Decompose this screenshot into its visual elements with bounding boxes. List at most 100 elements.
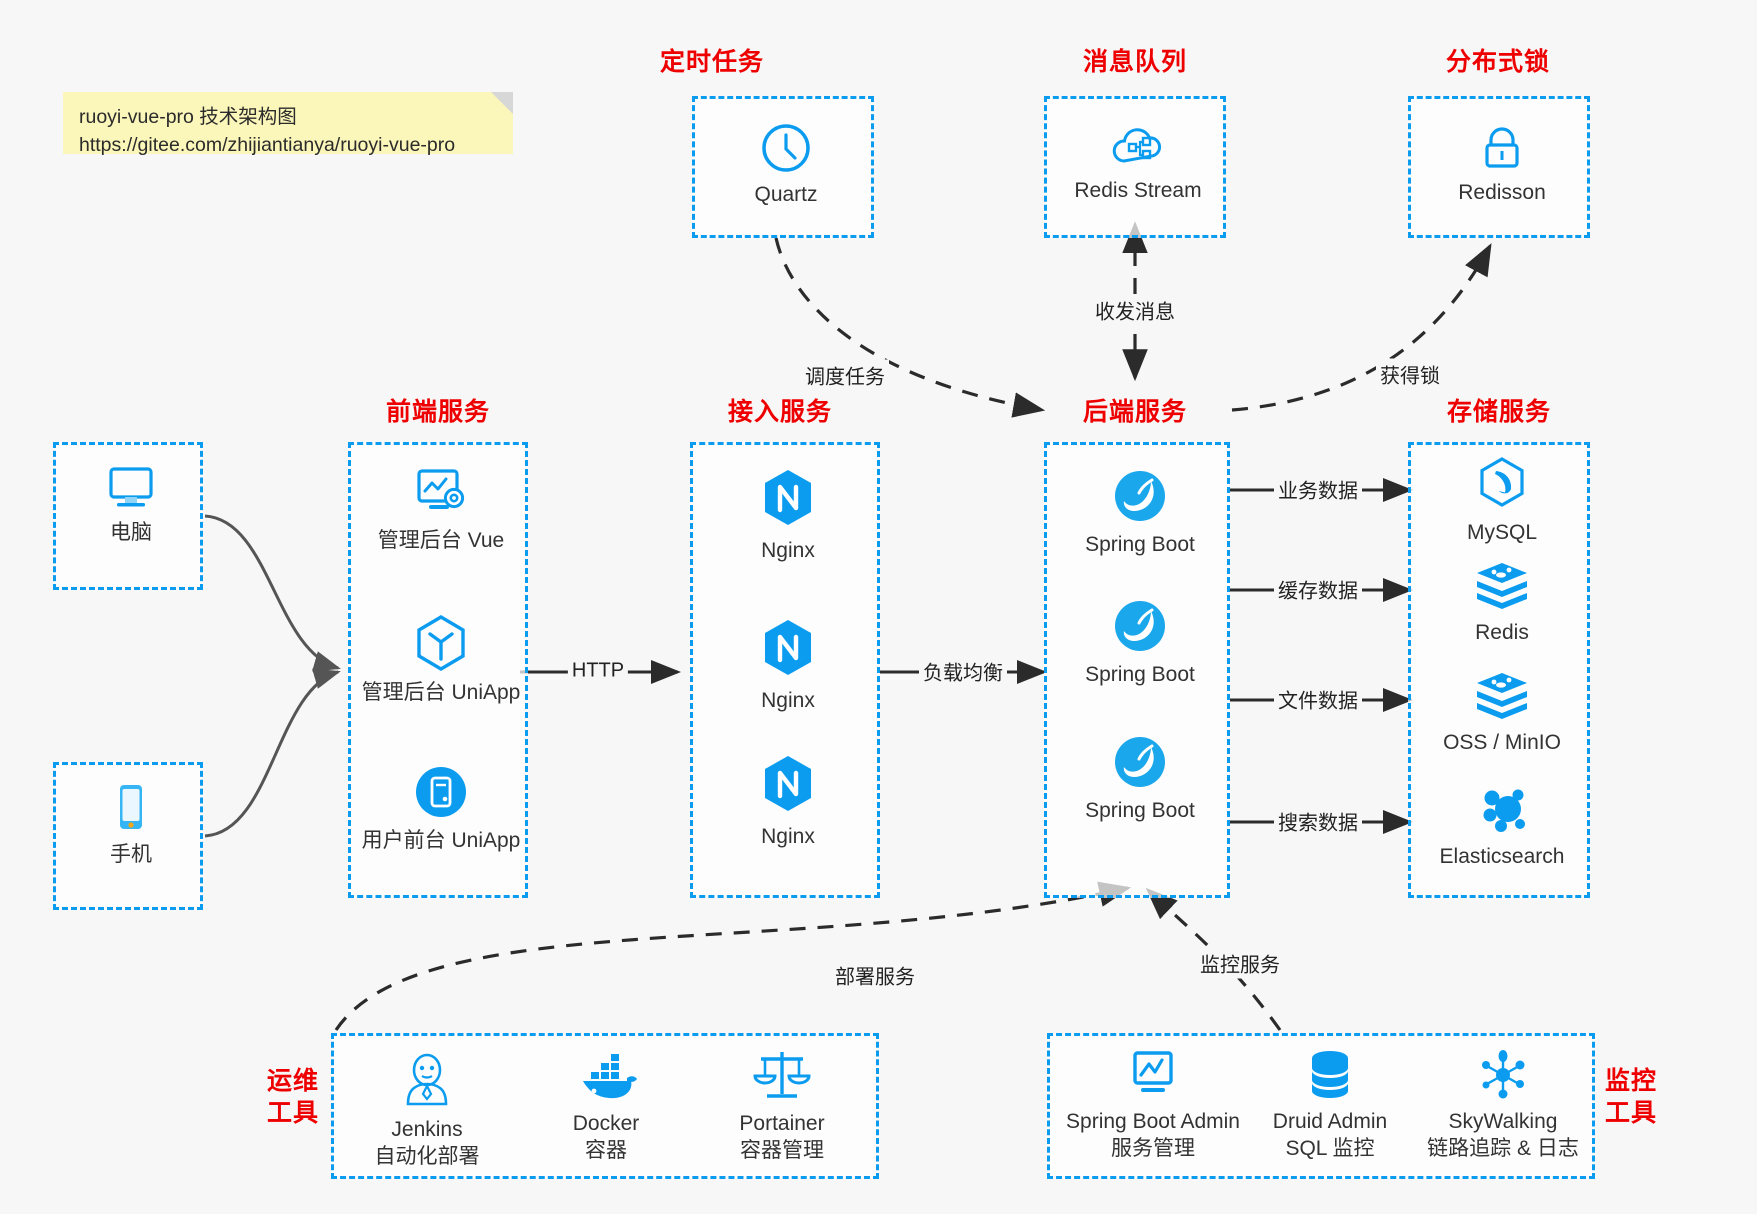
group-title-backend: 后端服务 xyxy=(1082,398,1187,426)
node-label: Docker xyxy=(572,1112,640,1135)
node-label: 电脑 xyxy=(110,521,152,544)
node-label: OSS / MinIO xyxy=(1443,731,1561,754)
clock-icon xyxy=(701,121,871,175)
node-desktop[interactable]: 电脑 xyxy=(46,461,216,546)
node-label: 管理后台 Vue xyxy=(377,529,505,552)
group-title-monitoring-line1: 监控 xyxy=(1604,1067,1657,1095)
group-box-scheduled-task: Quartz xyxy=(692,96,874,238)
node-mobile[interactable]: 手机 xyxy=(46,781,216,868)
node-label: Spring Boot xyxy=(1085,533,1195,556)
node-nginx-3[interactable]: Nginx xyxy=(703,753,873,850)
redis-stack-icon xyxy=(1417,561,1587,613)
mysql-dolphin-icon xyxy=(1417,455,1587,513)
node-label: Jenkins xyxy=(391,1118,463,1141)
group-title-monitoring-line2: 工具 xyxy=(1604,1099,1657,1127)
node-label: Nginx xyxy=(761,825,815,848)
group-box-distributed-lock: Redisson xyxy=(1408,96,1590,238)
edge-label-acquire-lock: 获得锁 xyxy=(1376,358,1444,390)
node-sublabel: 容器 xyxy=(585,1139,627,1163)
group-box-devops: Jenkins 自动化部署 xyxy=(331,1033,879,1179)
edge-label-search-data: 搜索数据 xyxy=(1274,805,1362,837)
node-label: Spring Boot xyxy=(1085,799,1195,822)
node-sublabel: 容器管理 xyxy=(740,1139,824,1163)
edge-label-http: HTTP xyxy=(567,658,629,684)
group-box-frontend: 管理后台 Vue 管理后台 UniApp 用户前台 UniApp xyxy=(348,442,528,898)
cloud-stream-icon xyxy=(1053,121,1223,171)
node-label: Spring Boot Admin xyxy=(1066,1110,1240,1133)
monitor-chart-icon xyxy=(1058,1048,1248,1102)
group-box-client-pc: 电脑 xyxy=(53,442,203,590)
node-label: Nginx xyxy=(761,689,815,712)
group-title-distributed-lock: 分布式锁 xyxy=(1445,48,1550,76)
node-sublabel: 服务管理 xyxy=(1111,1137,1195,1161)
sticky-note: ruoyi-vue-pro 技术架构图 https://gitee.com/zh… xyxy=(63,92,513,156)
node-elasticsearch[interactable]: Elasticsearch xyxy=(1417,783,1587,870)
node-spring-boot-2[interactable]: Spring Boot xyxy=(1055,597,1225,688)
dashboard-gear-icon xyxy=(356,465,526,521)
spring-boot-icon xyxy=(1055,467,1225,525)
group-box-message-queue: Redis Stream xyxy=(1044,96,1226,238)
node-sublabel: SQL 监控 xyxy=(1285,1137,1375,1161)
group-box-gateway: Nginx Nginx Nginx xyxy=(690,442,880,898)
group-box-client-mobile: 手机 xyxy=(53,762,203,910)
node-label: 用户前台 UniApp xyxy=(361,829,521,852)
note-title-line: ruoyi-vue-pro 技术架构图 xyxy=(79,106,297,128)
edge-label-cache-data: 缓存数据 xyxy=(1274,573,1362,605)
node-spring-boot-1[interactable]: Spring Boot xyxy=(1055,467,1225,558)
node-label: Elasticsearch xyxy=(1439,845,1565,868)
node-spring-boot-admin[interactable]: Spring Boot Admin 服务管理 xyxy=(1058,1048,1248,1163)
note-url-line: https://gitee.com/zhijiantianya/ruoyi-vu… xyxy=(79,133,456,156)
mobile-phone-icon xyxy=(46,781,216,835)
edge-label-deploy-service: 部署服务 xyxy=(831,959,919,991)
node-portainer[interactable]: Portainer 容器管理 xyxy=(707,1048,857,1165)
elasticsearch-icon xyxy=(1417,783,1587,837)
node-druid-admin[interactable]: Druid Admin SQL 监控 xyxy=(1250,1048,1410,1163)
node-label: Redisson xyxy=(1458,181,1546,204)
spring-boot-icon xyxy=(1055,733,1225,791)
desktop-monitor-icon xyxy=(46,461,216,513)
edge-label-file-data: 文件数据 xyxy=(1274,683,1362,715)
node-admin-uniapp[interactable]: 管理后台 UniApp xyxy=(356,613,526,706)
nginx-icon xyxy=(703,617,873,681)
node-label: Redis Stream xyxy=(1074,179,1202,202)
node-nginx-2[interactable]: Nginx xyxy=(703,617,873,714)
node-spring-boot-3[interactable]: Spring Boot xyxy=(1055,733,1225,824)
skywalking-node-icon xyxy=(1408,1048,1598,1102)
hexagon-cube-icon xyxy=(356,613,526,673)
node-redisson[interactable]: Redisson xyxy=(1417,121,1587,206)
node-redis[interactable]: Redis xyxy=(1417,561,1587,646)
node-mysql[interactable]: MySQL xyxy=(1417,455,1587,546)
node-label: MySQL xyxy=(1466,521,1537,544)
node-oss-minio[interactable]: OSS / MinIO xyxy=(1417,671,1587,756)
group-title-gateway: 接入服务 xyxy=(727,398,832,426)
node-user-uniapp[interactable]: 用户前台 UniApp xyxy=(356,763,526,854)
spring-boot-icon xyxy=(1055,597,1225,655)
database-cylinder-icon xyxy=(1250,1048,1410,1102)
node-label: 手机 xyxy=(110,843,152,866)
node-label: 管理后台 UniApp xyxy=(361,681,521,704)
node-skywalking[interactable]: SkyWalking 链路追踪 & 日志 xyxy=(1408,1048,1598,1163)
group-title-scheduled-task: 定时任务 xyxy=(659,48,764,76)
group-title-frontend: 前端服务 xyxy=(385,398,490,426)
node-quartz[interactable]: Quartz xyxy=(701,121,871,208)
node-redis-stream[interactable]: Redis Stream xyxy=(1053,121,1223,204)
note-folded-corner xyxy=(491,92,513,114)
node-docker[interactable]: Docker 容器 xyxy=(531,1048,681,1165)
node-jenkins[interactable]: Jenkins 自动化部署 xyxy=(352,1048,502,1171)
node-admin-vue[interactable]: 管理后台 Vue xyxy=(356,465,526,554)
group-title-monitoring: 监控 工具 xyxy=(1600,1065,1662,1129)
lock-icon xyxy=(1417,121,1587,173)
node-nginx-1[interactable]: Nginx xyxy=(703,467,873,564)
jenkins-butler-icon xyxy=(352,1048,502,1110)
oss-stack-icon xyxy=(1417,671,1587,723)
nginx-icon xyxy=(703,467,873,531)
edge-label-schedule-task: 调度任务 xyxy=(801,359,889,391)
edge-label-monitor-service: 监控服务 xyxy=(1196,947,1284,979)
node-label: Redis xyxy=(1475,621,1529,644)
edge-label-business-data: 业务数据 xyxy=(1274,473,1362,505)
node-label: Druid Admin xyxy=(1272,1110,1388,1133)
node-label: Spring Boot xyxy=(1085,663,1195,686)
node-label: Nginx xyxy=(761,539,815,562)
group-box-storage: MySQL Redis xyxy=(1408,442,1590,898)
